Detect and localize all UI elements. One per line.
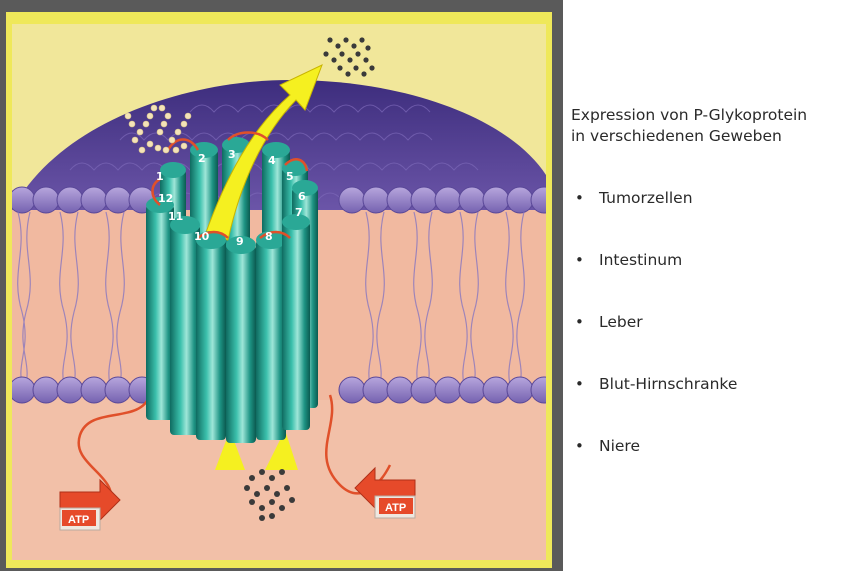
bullet-icon: •: [575, 374, 584, 395]
helix-number-9: 9: [236, 235, 244, 248]
p-glycoprotein-illustration: 1 2 3 4 5 6 7 8 9 10 11 12 ATP ATP: [0, 0, 563, 571]
list-item: • Niere: [571, 436, 737, 498]
bullet-icon: •: [575, 250, 584, 271]
tissue-label: Leber: [599, 313, 643, 331]
panel-title-line-1: Expression von P-Glykoprotein: [571, 105, 839, 126]
atp-label-right: ATP: [385, 502, 406, 514]
bullet-icon: •: [575, 188, 584, 209]
tissue-label: Tumorzellen: [599, 189, 693, 207]
tissue-label: Niere: [599, 437, 640, 455]
helix-number-6: 6: [298, 190, 306, 203]
helix-number-3: 3: [228, 148, 236, 161]
panel-title-line-2: in verschiedenen Geweben: [571, 126, 839, 147]
expression-panel: Expression von P-Glykoprotein in verschi…: [571, 0, 841, 571]
helix-number-2: 2: [198, 152, 206, 165]
helix-number-1: 1: [156, 170, 164, 183]
membrane-diagram: 1 2 3 4 5 6 7 8 9 10 11 12 ATP ATP: [0, 0, 563, 571]
helix-number-5: 5: [286, 170, 294, 183]
list-item: • Leber: [571, 312, 737, 374]
list-item: • Blut-Hirnschranke: [571, 374, 737, 436]
helix-number-4: 4: [268, 154, 276, 167]
helix-number-8: 8: [265, 230, 273, 243]
list-item: • Intestinum: [571, 250, 737, 312]
bullet-icon: •: [575, 436, 584, 457]
tissue-label: Intestinum: [599, 251, 682, 269]
bullet-icon: •: [575, 312, 584, 333]
list-item: • Tumorzellen: [571, 188, 737, 250]
tissue-list: • Tumorzellen • Intestinum • Leber • Blut-Hi…: [571, 188, 737, 498]
helix-number-10: 10: [194, 230, 210, 243]
tissue-label: Blut-Hirnschranke: [599, 375, 737, 393]
helix-number-12: 12: [158, 192, 173, 205]
helix-number-11: 11: [168, 210, 183, 223]
atp-label-left: ATP: [68, 514, 89, 526]
panel-title: Expression von P-Glykoprotein in verschi…: [571, 105, 839, 147]
helix-number-7: 7: [295, 206, 303, 219]
